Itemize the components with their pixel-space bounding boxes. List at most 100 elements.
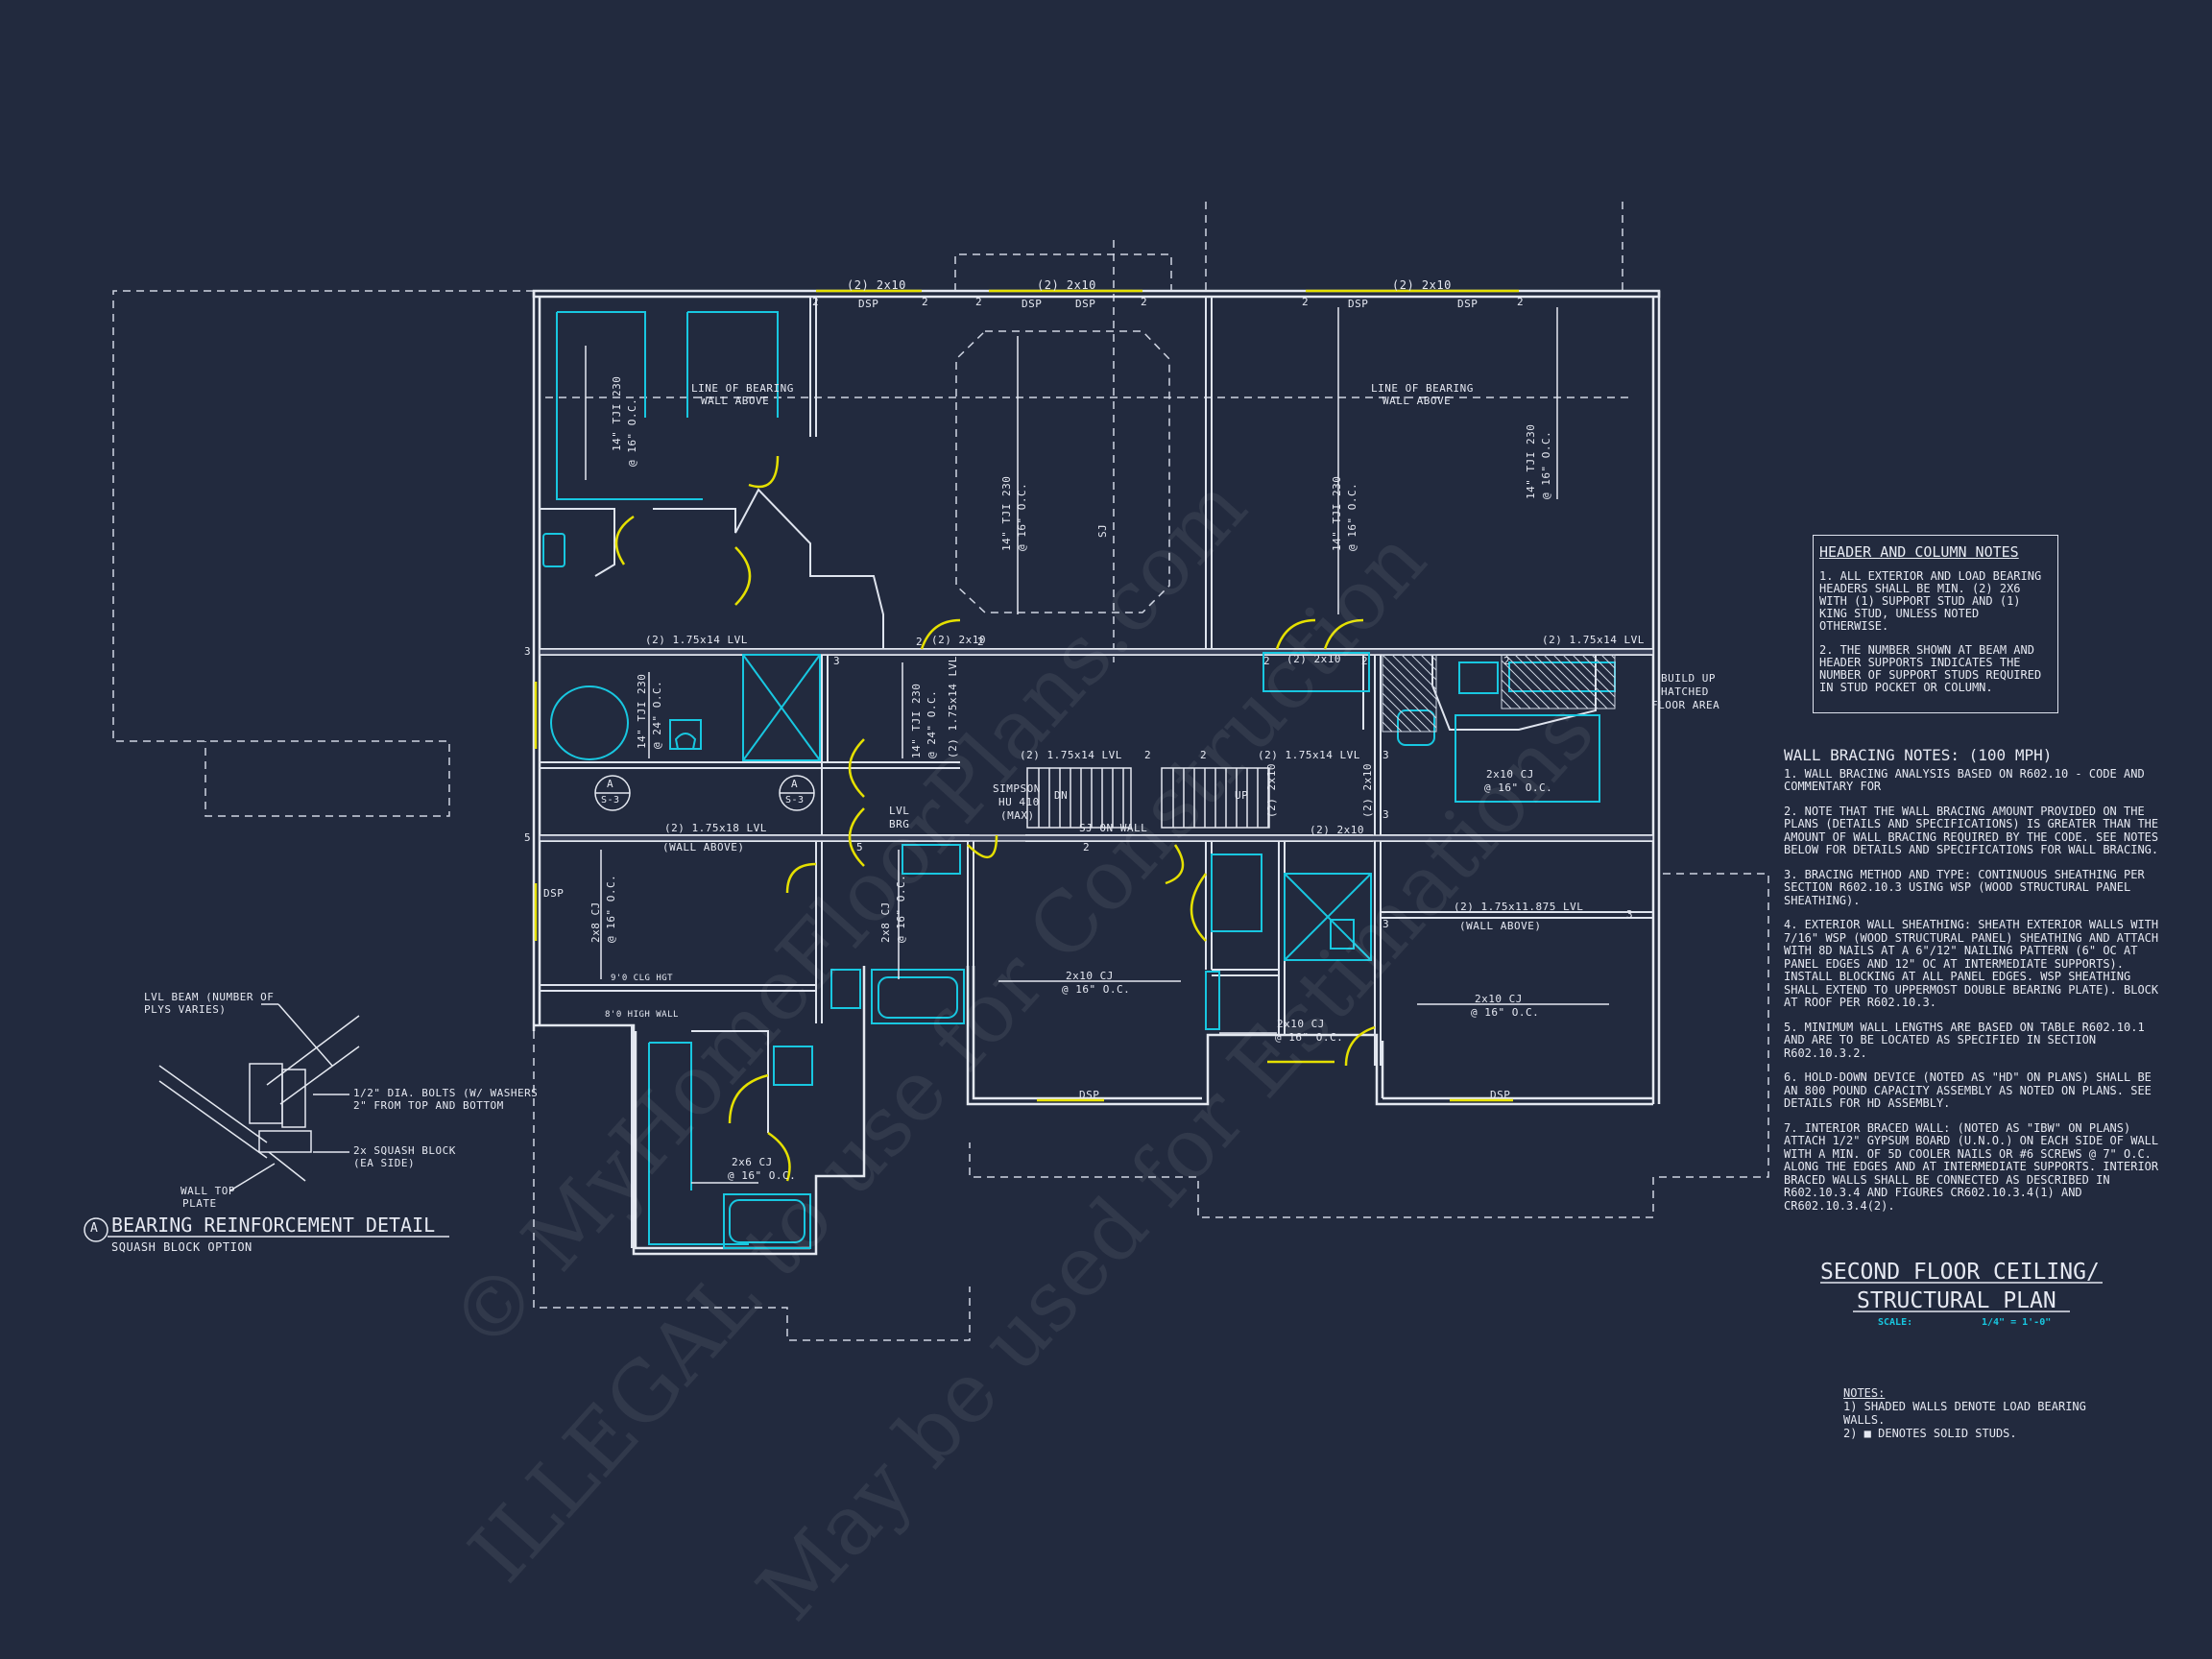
dsp-label: DSP — [543, 887, 565, 900]
joist-spacing-label: @ 16" O.C. — [1471, 1006, 1540, 1019]
ceiling-joist-label: 2x8 CJ — [879, 902, 892, 943]
detail-callout-plate: PLATE — [182, 1197, 217, 1210]
stud-count: 2 — [1302, 296, 1310, 308]
stud-count: 2 — [916, 636, 924, 648]
bearing-detail-drawing — [84, 1003, 449, 1242]
joist-label: 14" TJI 230 — [1525, 423, 1537, 499]
stud-count: 3 — [1382, 918, 1390, 930]
ceiling-joist-label: 2x10 CJ — [1277, 1018, 1325, 1030]
hatch-line — [1410, 654, 1437, 681]
joist-spacing-label: @ 16" O.C. — [1062, 983, 1131, 996]
sj-on-wall-label: SJ ON WALL — [1079, 822, 1148, 834]
stud-count: 2 — [1263, 655, 1271, 667]
header-note-item: 2. THE NUMBER SHOWN AT BEAM AND HEADER S… — [1819, 643, 2042, 694]
joist-spacing-label: @ 16" O.C. — [1016, 482, 1028, 551]
joist-spacing-label: @ 24" O.C. — [926, 689, 938, 758]
joist-label: 14" TJI 230 — [1331, 475, 1343, 551]
section-marker-letter: A — [607, 778, 614, 790]
dashed-outlines — [112, 202, 1769, 1341]
header-label: (2) 2x10 — [1265, 763, 1278, 818]
hatch-line — [1581, 654, 1616, 688]
hatch-line — [1533, 654, 1589, 709]
stud-count: 2 — [1144, 749, 1152, 761]
hatch-line — [1382, 673, 1437, 729]
bracing-note-item: 1. WALL BRACING ANALYSIS BASED ON R602.1… — [1784, 766, 2145, 793]
hatch-line — [1591, 654, 1616, 679]
stud-count: 2 — [1503, 655, 1511, 667]
sj-label: SJ — [1096, 523, 1109, 538]
header-label: (2) 2x10 — [1361, 763, 1374, 818]
build-up-label: BUILD UP — [1661, 672, 1716, 685]
bearing-beams — [539, 648, 1654, 842]
hatch-line — [1543, 654, 1599, 709]
scale-value: 1/4" = 1'-0" — [1982, 1317, 2052, 1328]
lvl-brg-label: BRG — [889, 818, 910, 830]
bracing-note-item: 4. EXTERIOR WALL SHEATHING: SHEATH EXTER… — [1784, 918, 2159, 1009]
hatch-line — [1430, 654, 1437, 661]
ceiling-joist-label: 2x8 CJ — [589, 902, 602, 943]
joist-label: 14" TJI 230 — [636, 673, 648, 749]
bracing-note-item: 5. MINIMUM WALL LENGTHS ARE BASED ON TAB… — [1784, 1020, 2145, 1060]
ceiling-joist-label: 2x10 CJ — [1486, 768, 1534, 781]
high-wall-label: 8'0 HIGH WALL — [605, 1010, 679, 1020]
joist-spacing-label: @ 16" O.C. — [728, 1169, 797, 1182]
header-label-top-2: (2) 2x10 — [1037, 278, 1096, 292]
wall-bracing-notes: WALL BRACING NOTES: (100 MPH) 1. WALL BR… — [1784, 746, 2168, 1224]
stud-count: 3 — [1626, 908, 1634, 921]
hatch-line — [1501, 688, 1522, 709]
wall-bracing-title: WALL BRACING NOTES: (100 MPH) — [1784, 746, 2053, 764]
build-up-label: FLOOR AREA — [1651, 699, 1720, 711]
hatch-line — [1382, 711, 1403, 733]
simpson-label: (MAX) — [1000, 809, 1035, 822]
header-label-top-3: (2) 2x10 — [1392, 278, 1452, 292]
stud-count: 2 — [1083, 841, 1091, 854]
dsp-label: DSP — [858, 298, 879, 310]
joist-spacing-label: @ 16" O.C. — [605, 874, 617, 943]
dsp-label: DSP — [1457, 298, 1479, 310]
hatch-line — [1562, 654, 1616, 708]
ceiling-joist-label: 2x10 CJ — [1066, 970, 1114, 982]
stud-count: 2 — [922, 296, 929, 308]
joist-spacing-label: @ 24" O.C. — [651, 680, 663, 749]
hatch-line — [1610, 654, 1616, 660]
stair-up-label: UP — [1235, 789, 1249, 802]
stud-count: 5 — [856, 841, 864, 854]
bracing-note-item: 2. NOTE THAT THE WALL BRACING AMOUNT PRO… — [1784, 804, 2159, 856]
bracing-note-item: 7. INTERIOR BRACED WALL: (NOTED AS "IBW"… — [1784, 1120, 2159, 1213]
section-marker-sheet: S-3 — [601, 795, 620, 805]
detail-callout-lvl: PLYS VARIES) — [144, 1003, 227, 1016]
line-of-bearing-label: LINE OF BEARING — [691, 382, 794, 395]
note-item: 1) SHADED WALLS DENOTE LOAD BEARING WALL… — [1843, 1400, 2086, 1427]
section-marker-letter: A — [791, 778, 799, 790]
hatch-line — [1382, 692, 1422, 733]
line-of-bearing-label: WALL ABOVE — [1382, 395, 1452, 407]
wall-above-label: (WALL ABOVE) — [1459, 920, 1542, 932]
note-item: 2) ■ DENOTES SOLID STUDS. — [1843, 1427, 2017, 1440]
stud-count: 3 — [1382, 749, 1390, 761]
fixtures — [542, 311, 1616, 1249]
simpson-label: SIMPSON — [993, 782, 1041, 795]
lvl-brg-label: LVL — [889, 805, 910, 817]
detail-callout-squash: (EA SIDE) — [353, 1157, 416, 1169]
hatch-line — [1501, 660, 1551, 709]
hatch-line — [1552, 654, 1608, 709]
hatch-line — [1382, 663, 1437, 719]
detail-marker-letter: A — [90, 1221, 99, 1236]
beam-label: (2) 1.75x14 LVL — [645, 634, 748, 646]
dsp-label: DSP — [1348, 298, 1369, 310]
drawing-title-line-2: STRUCTURAL PLAN — [1857, 1288, 2056, 1313]
hatch-line — [1501, 679, 1531, 709]
hatch-line — [1391, 654, 1437, 700]
hatched-build-up-area — [1382, 654, 1616, 733]
stair-dn-label: DN — [1054, 789, 1069, 802]
hatch-line — [1401, 654, 1437, 690]
header-label: (2) 2x10 — [1286, 653, 1341, 665]
hatch-line — [1501, 669, 1541, 709]
detail-callout-squash: 2x SQUASH BLOCK — [353, 1144, 456, 1157]
detail-callout-bolts: 2" FROM TOP AND BOTTOM — [353, 1099, 504, 1112]
stud-count: 5 — [524, 831, 532, 844]
build-up-label: HATCHED — [1661, 685, 1709, 698]
bracing-note-item: 6. HOLD-DOWN DEVICE (NOTED AS "HD" ON PL… — [1784, 1070, 2152, 1110]
header-note-item: 1. ALL EXTERIOR AND LOAD BEARING HEADERS… — [1819, 569, 2042, 633]
